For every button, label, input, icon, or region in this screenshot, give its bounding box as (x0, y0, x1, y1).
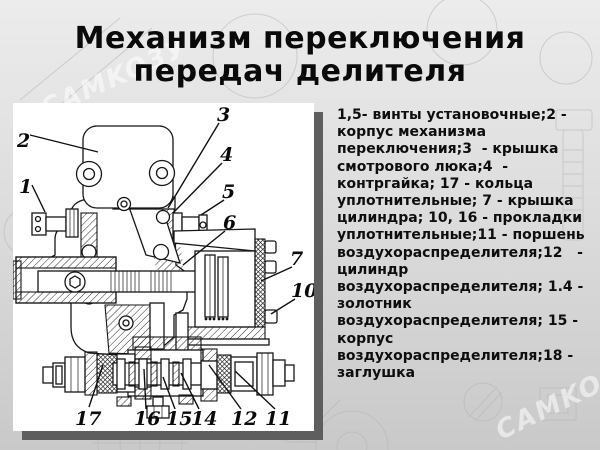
cylinder-cover (254, 238, 266, 328)
set-screw-right (172, 212, 208, 240)
drain-bolt (146, 405, 170, 419)
diagram-panel: 2 1 3 4 5 6 7 10 17 16 15 14 12 11 (13, 103, 314, 431)
plug (284, 364, 295, 382)
callout-label-17: 17 (75, 408, 101, 430)
callout-label-2: 2 (16, 130, 30, 152)
leader-lines (29, 122, 296, 410)
callout-label-14: 14 (191, 408, 217, 430)
page-title-line1: Механизм переключения (74, 21, 526, 56)
callout-label-12: 12 (231, 408, 257, 430)
callout-label-3: 3 (217, 104, 230, 126)
mechanism-diagram: 2 1 3 4 5 6 7 10 17 16 15 14 12 11 (13, 104, 314, 430)
callout-label-1: 1 (19, 176, 32, 198)
top-cover (75, 125, 176, 212)
callout-labels: 2 1 3 4 5 6 7 10 17 16 15 14 12 11 (16, 104, 314, 430)
callout-label-6: 6 (223, 212, 236, 234)
air-distributor-assembly (42, 336, 295, 419)
callout-label-5: 5 (222, 181, 235, 203)
page-title-line2: передач делителя (133, 54, 467, 89)
callout-label-10: 10 (291, 280, 314, 302)
set-screw-left (31, 208, 79, 238)
gasket-bolt (264, 309, 278, 324)
callout-label-7: 7 (290, 248, 303, 270)
callout-label-15: 15 (166, 408, 192, 430)
parts-legend: 1,5- винты установочные;2 - корпус механ… (337, 107, 590, 382)
callout-label-16: 16 (134, 408, 160, 430)
page-title: Механизм переключения передач делителя (0, 22, 600, 88)
callout-label-11: 11 (265, 408, 291, 430)
cylinder-assembly (173, 228, 278, 346)
callout-label-4: 4 (220, 144, 233, 166)
